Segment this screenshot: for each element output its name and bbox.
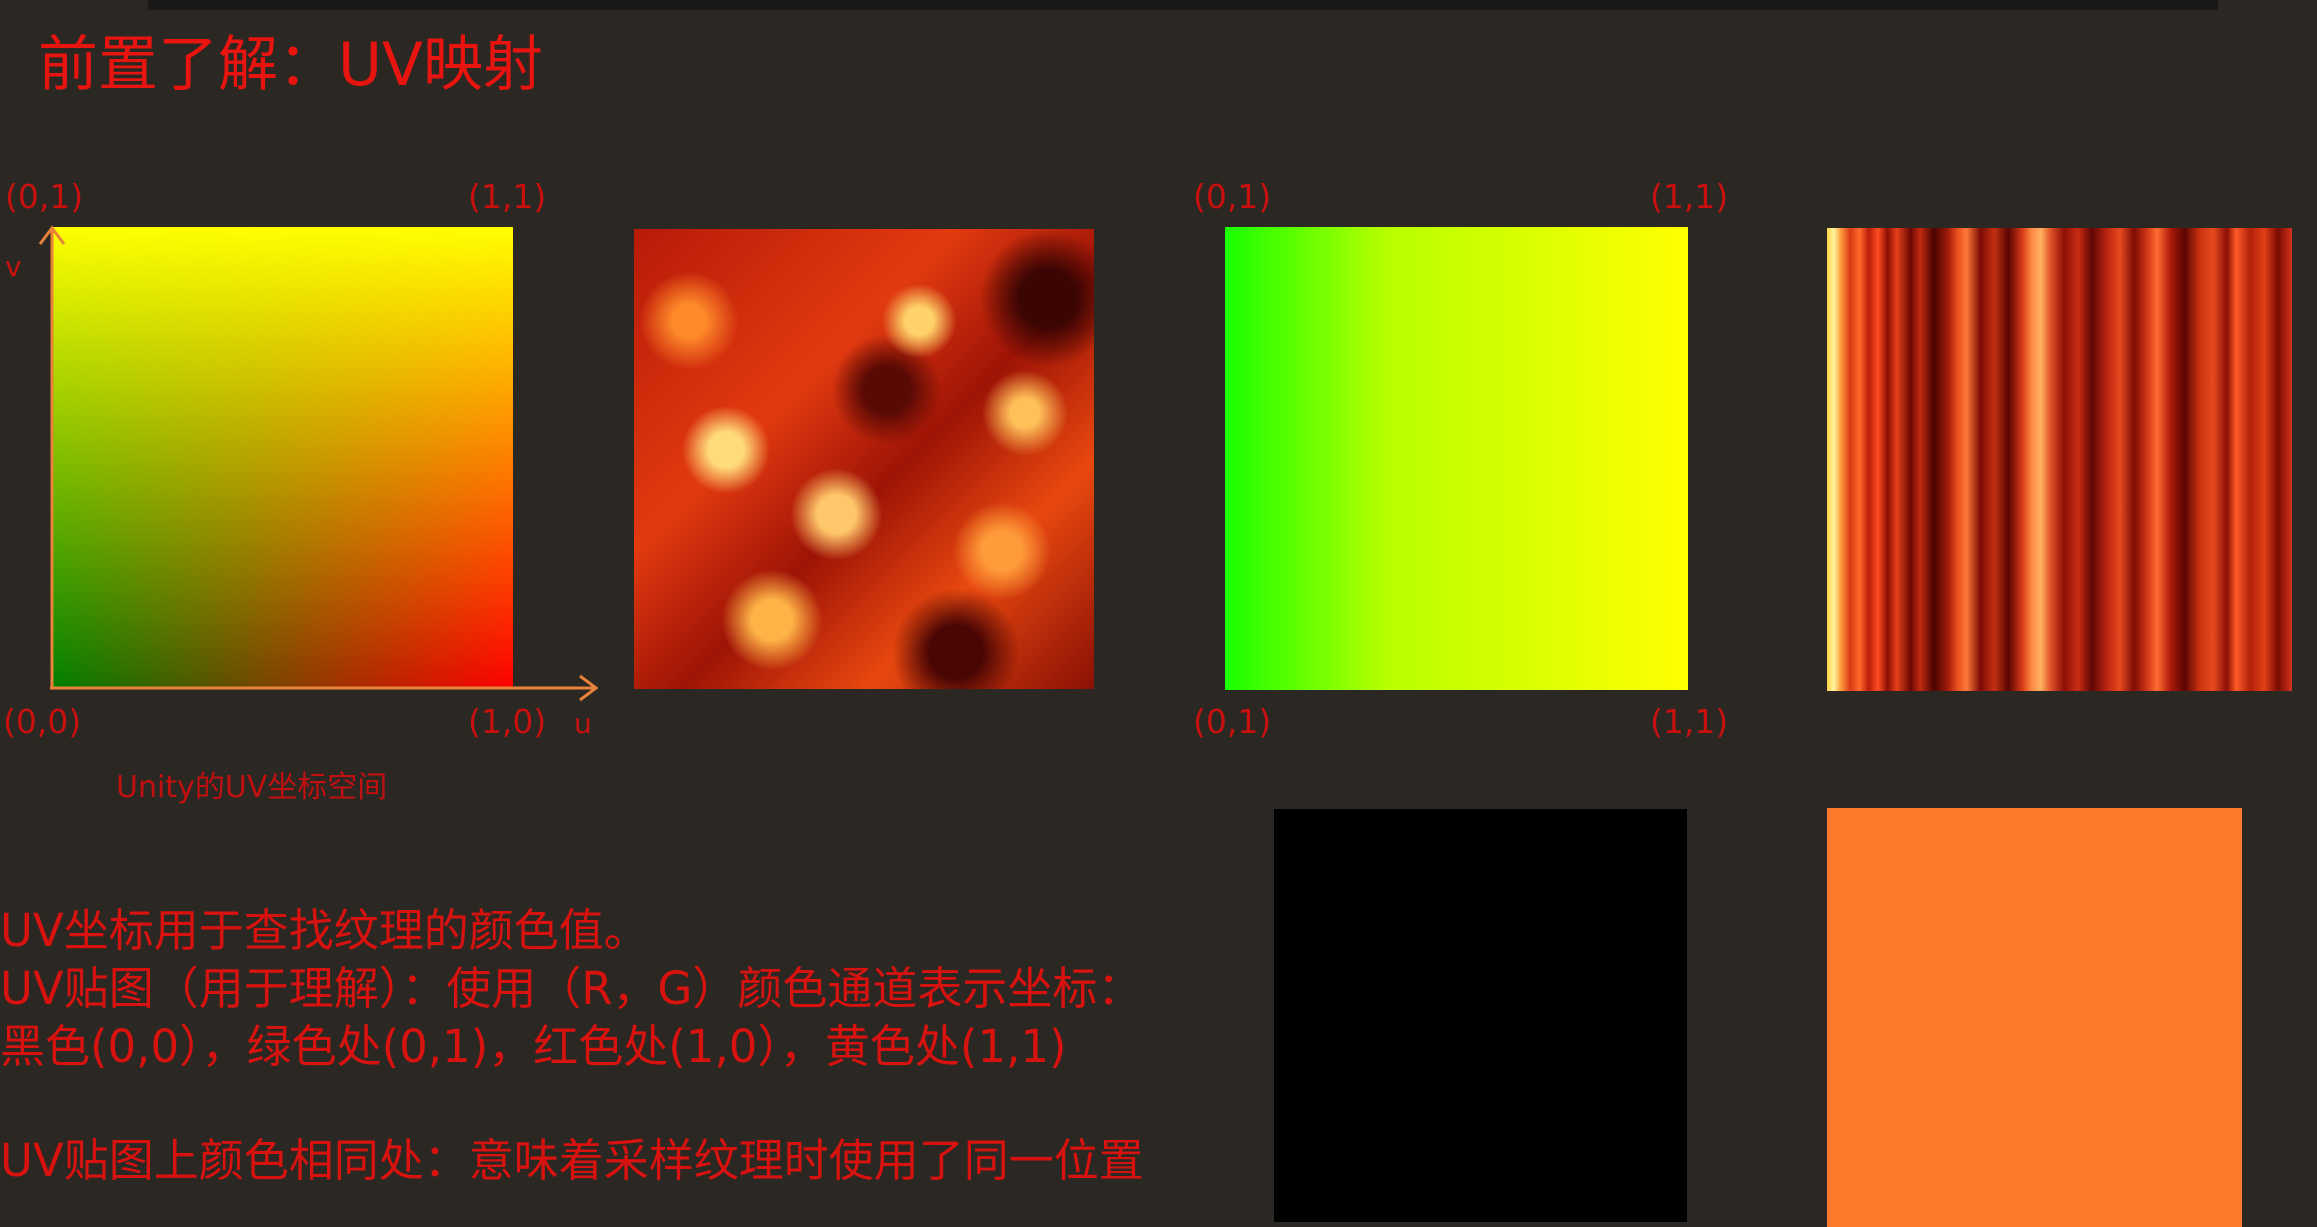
uv-map-label-top-left: (0,1) — [1193, 177, 1272, 216]
uv-map-gradient-square — [1225, 227, 1688, 690]
text-line-2: UV贴图（用于理解）：使用（R，G）颜色通道表示坐标： — [0, 962, 1143, 1015]
slide-title: 前置了解：UV映射 — [38, 30, 543, 100]
top-bar — [148, 0, 2218, 10]
text-line-1: UV坐标用于查找纹理的颜色值。 — [0, 904, 649, 957]
uv-space-label-top-right: (1,1) — [468, 177, 547, 216]
uv-space-label-top-left: (0,1) — [5, 177, 84, 216]
uv-space-axes — [38, 225, 599, 702]
uv-space-label-bottom-right: (1,0) — [468, 702, 547, 741]
uv-space-gradient-square — [52, 227, 513, 688]
uv-space-axis-u-label: u — [574, 707, 592, 740]
uv-map-label-bottom-right: (1,1) — [1650, 702, 1729, 741]
uv-map-label-top-right: (1,1) — [1650, 177, 1729, 216]
uv-space-label-bottom-left: (0,0) — [3, 702, 82, 741]
uv-space-caption: Unity的UV坐标空间 — [116, 770, 388, 805]
lava-texture-image — [634, 229, 1094, 689]
text-line-4: UV贴图上颜色相同处：意味着采样纹理时使用了同一位置 — [0, 1134, 1144, 1187]
text-line-3: 黑色(0,0），绿色处(0,1)，红色处(1,0），黄色处(1,1) — [0, 1020, 1067, 1073]
orange-color-swatch — [1827, 808, 2242, 1227]
black-color-swatch — [1274, 809, 1687, 1222]
uv-map-label-bottom-left: (0,1) — [1193, 702, 1272, 741]
uv-space-axis-v-label: v — [5, 250, 22, 283]
sampled-stripe-texture-image — [1827, 228, 2292, 691]
